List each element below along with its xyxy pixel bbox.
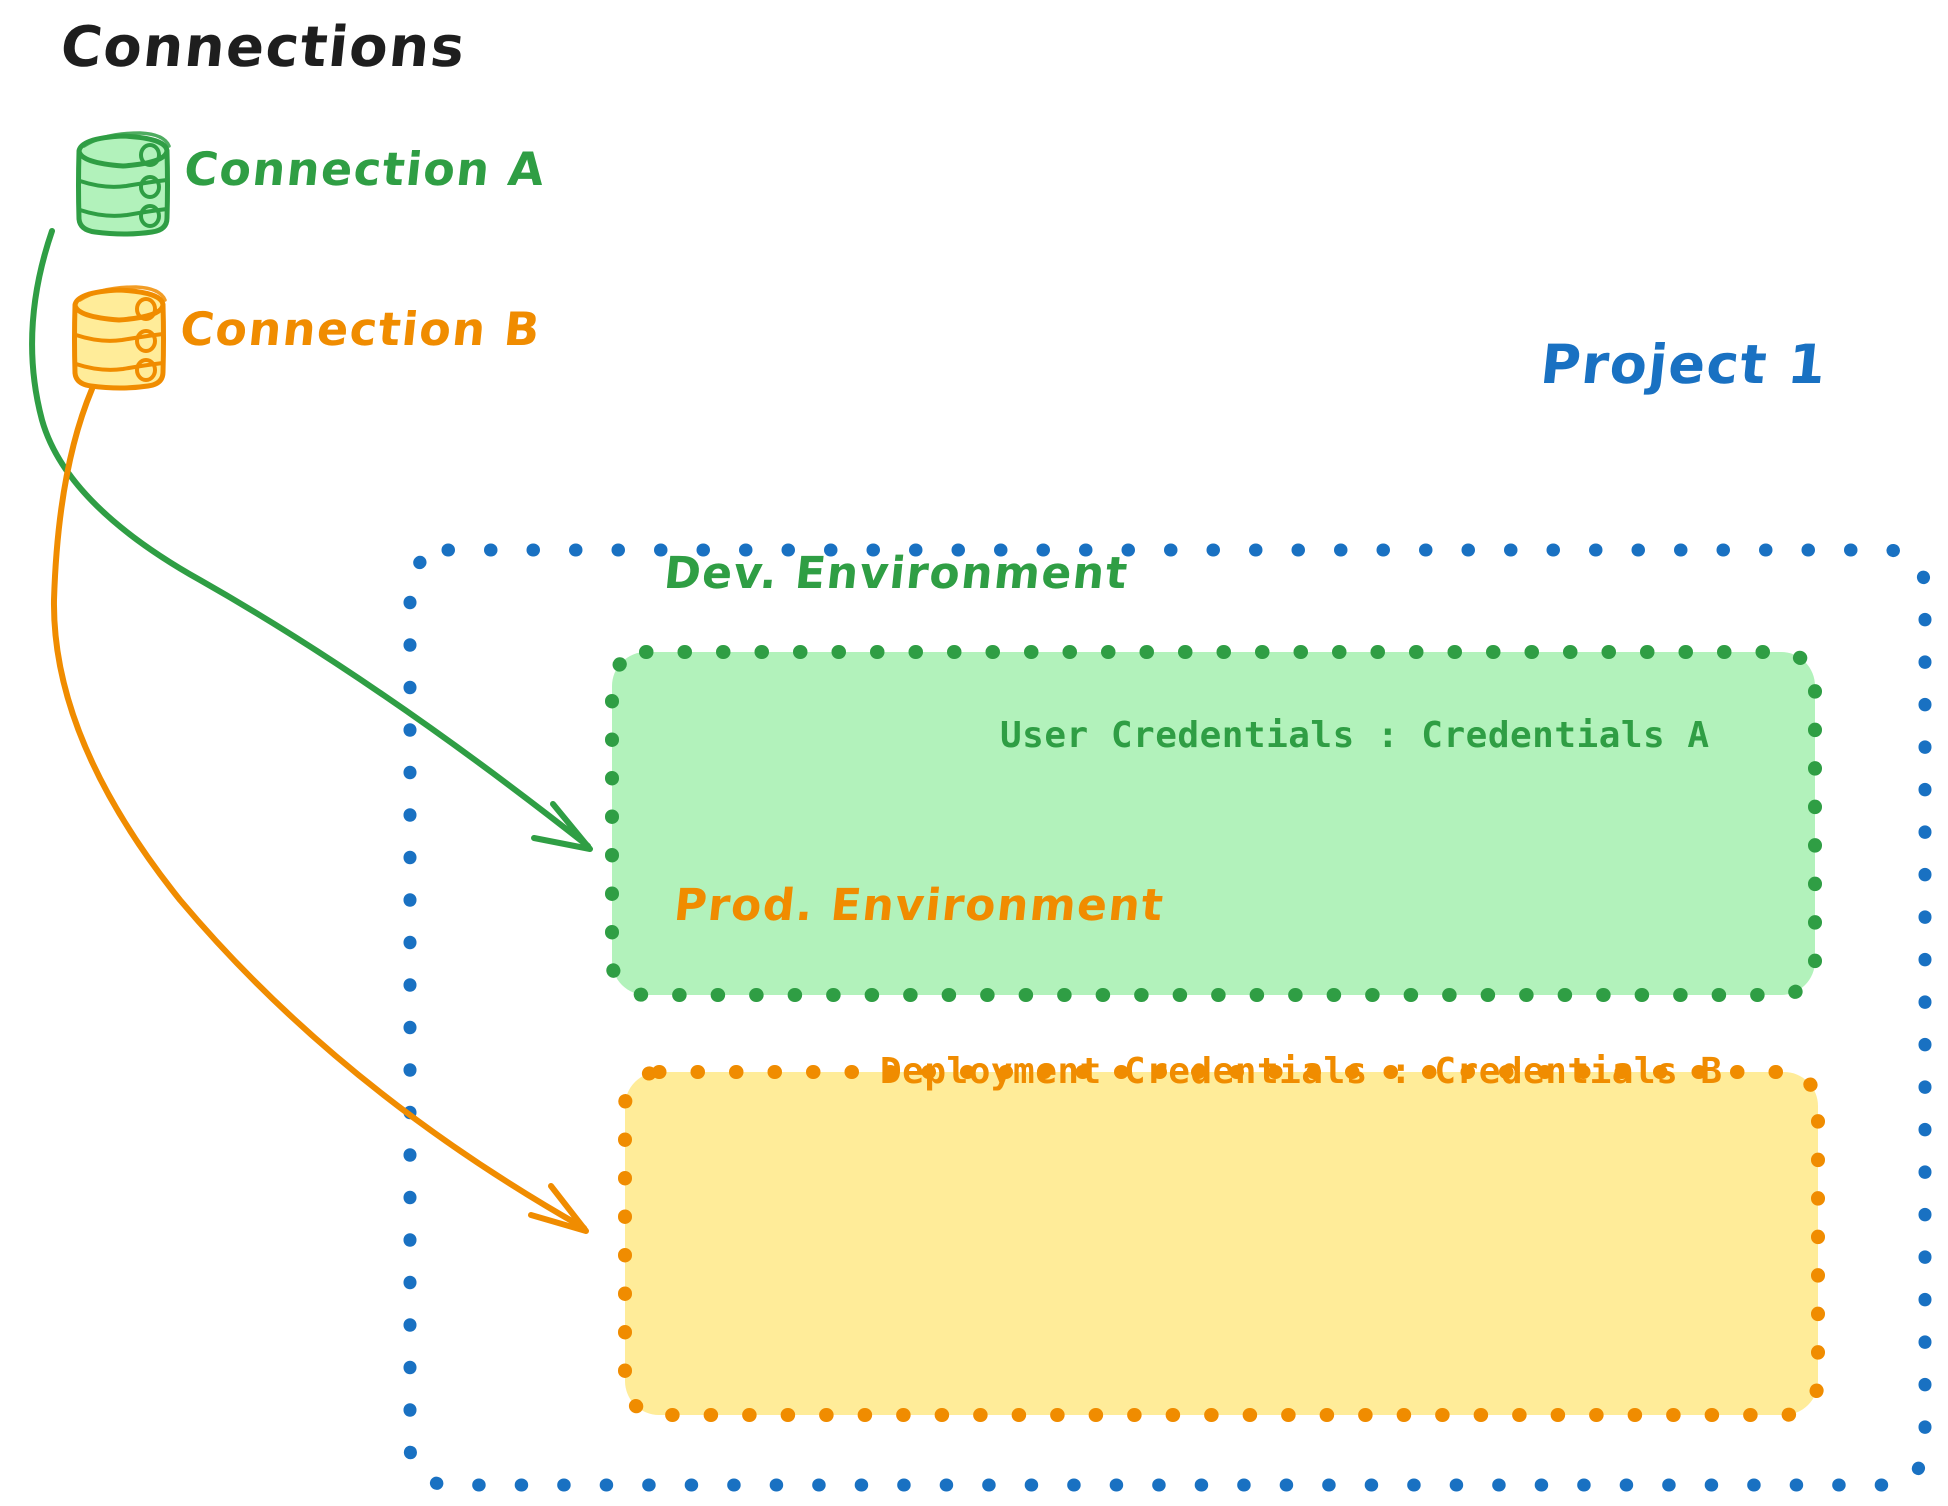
arrow-orange-path [50,386,587,1231]
db-b-led-1 [135,297,157,321]
dev-environment-title: Dev. Environment [661,548,1131,599]
arrow-green-path [29,228,591,849]
arrow-orange-head [528,1183,589,1234]
db-b-led-2 [135,329,157,353]
project-dotted-border [403,543,1932,1492]
prod-environment-fill [625,1072,1818,1415]
db-a-led-1 [139,143,161,167]
dev-environment-fill [612,652,1815,995]
prod-environment-dotted-border [618,1065,1825,1422]
arrow-green-head [531,801,593,852]
connection-a-label[interactable]: Connection A [181,142,549,196]
prod-environment-title: Prod. Environment [671,880,1167,931]
project-container[interactable] [403,543,1932,1492]
dev-environment-credentials: User Credentials : Credentials A [1000,715,1710,756]
connection-a-database-icon[interactable] [76,131,171,237]
dev-environment-dotted-border [605,645,1822,1002]
dev-environment-box[interactable] [605,645,1822,1002]
arrow-connection-a-to-dev [29,228,593,852]
prod-environment-credentials: Deployment Credentials : Credentials B [880,1051,1723,1092]
arrow-connection-b-to-prod [50,386,589,1234]
page-title: Connections [57,15,470,80]
prod-environment-box[interactable] [618,1065,1825,1422]
connection-b-label[interactable]: Connection B [177,302,544,356]
db-b-led-3 [135,358,157,382]
project-title: Project 1 [1537,333,1831,396]
db-a-led-2 [139,175,161,199]
db-a-top-flourish [82,131,171,148]
connection-b-database-icon[interactable] [72,285,167,391]
db-b-top-flourish [78,285,167,302]
db-a-led-3 [139,204,161,228]
